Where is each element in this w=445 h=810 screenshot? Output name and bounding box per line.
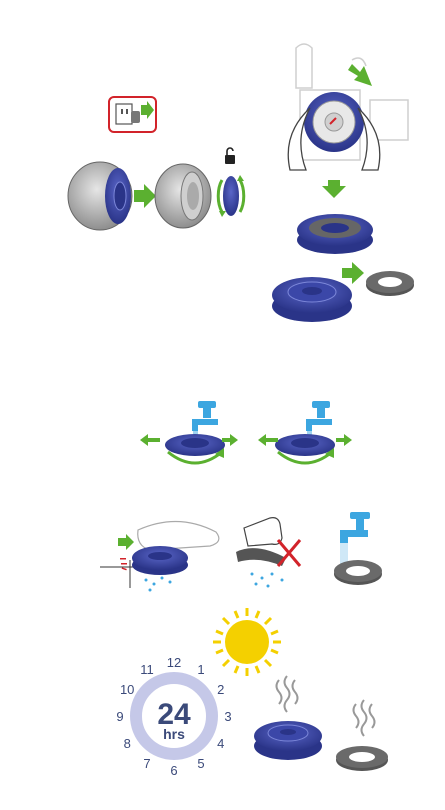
- gasket-drying: [336, 746, 388, 771]
- left-arrow: [140, 434, 160, 446]
- do-not-wring-step: [236, 517, 302, 588]
- tap-icon: [340, 512, 370, 543]
- rinse-step-b: [258, 401, 352, 465]
- remove-arrow: [134, 184, 156, 208]
- right-arrow: [222, 434, 238, 446]
- clock-number: 3: [224, 709, 231, 724]
- water-drops: [250, 572, 284, 588]
- twist-filter: [216, 175, 246, 217]
- clock-number: 6: [170, 763, 177, 778]
- unplug-arrow: [141, 101, 154, 119]
- clock-hours-value: 24: [157, 698, 191, 731]
- left-hand: [287, 107, 311, 171]
- water-drops: [144, 576, 172, 592]
- gasket-arrow: [342, 262, 364, 284]
- clock-number: 8: [124, 736, 131, 751]
- rinse-gasket-step: [334, 512, 382, 585]
- unplug-step: [108, 96, 157, 133]
- clock-arrow: [174, 672, 186, 684]
- clock-number: 9: [116, 709, 123, 724]
- right-arrow: [336, 434, 352, 446]
- clock-number: 11: [140, 662, 154, 677]
- clock-number: 2: [217, 682, 224, 697]
- sun-icon: [213, 608, 281, 676]
- filter-housing-with-filter: [67, 161, 133, 231]
- steam-icon: [352, 699, 376, 737]
- down-arrow: [322, 180, 346, 198]
- clock-number: 12: [167, 655, 181, 670]
- cross-icon: [276, 539, 302, 567]
- impact-marks: [120, 558, 127, 571]
- filter-in-hands: [287, 92, 381, 171]
- filter-with-gasket: [297, 214, 373, 254]
- unlock-icon: [225, 147, 235, 164]
- clock-number: 1: [197, 662, 204, 677]
- tap-icon: [306, 401, 332, 431]
- remove-filter-step: [67, 147, 246, 231]
- gasket: [334, 560, 382, 585]
- wringing-hands: [243, 517, 283, 547]
- clock-hours-unit: hrs: [163, 726, 185, 742]
- left-arrow: [258, 434, 278, 446]
- separate-gasket-step: [272, 214, 414, 322]
- plug-icon: [115, 103, 140, 125]
- twist-arrow: [348, 64, 372, 86]
- clock-number: 10: [120, 682, 134, 697]
- twist-out-step: [287, 43, 409, 198]
- filter-without-gasket: [272, 277, 352, 322]
- twisted-filter: [236, 548, 286, 566]
- water-stream: [340, 543, 348, 565]
- clock-number: 4: [217, 736, 224, 751]
- gasket: [366, 271, 414, 296]
- filter-drying: [254, 721, 322, 760]
- clock-number: 5: [197, 756, 204, 771]
- tap-out-step: [100, 520, 220, 592]
- filter-housing-empty: [154, 163, 212, 229]
- hand-outline: [137, 520, 220, 551]
- tap-icon: [192, 401, 218, 431]
- tap-arrow: [118, 534, 134, 550]
- clock-number: 7: [143, 756, 150, 771]
- rotate-arrow: [277, 450, 333, 465]
- rotate-arrow: [167, 450, 223, 465]
- steam-icon: [275, 675, 299, 713]
- right-hand: [357, 107, 381, 171]
- rinse-step-a: [140, 401, 238, 465]
